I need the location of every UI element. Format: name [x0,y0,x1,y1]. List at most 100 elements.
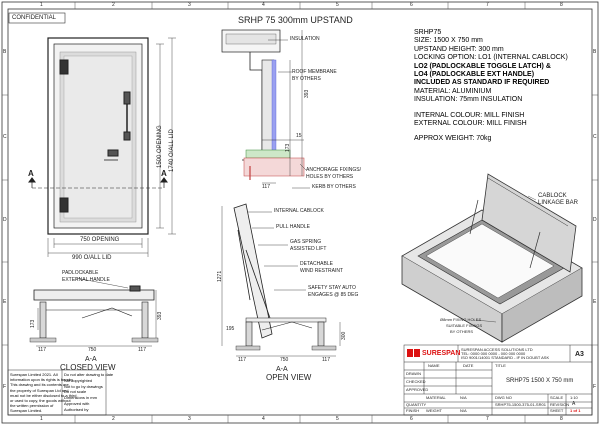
label-suitable-fixings: SUITABLE FIXINGS [446,323,483,328]
hdr-title: TITLE [495,363,506,368]
note-right-1: Do not alter drawing to date [64,372,114,377]
open-dim-117-right: 117 [322,357,330,363]
label-roof-membrane: ROOF MEMBRANE [292,69,337,75]
row-drawn: DRAWN [406,371,421,376]
zone-col-5: 5 [336,2,339,8]
zone-col-3-bottom: 3 [188,416,191,422]
zone-col-4-bottom: 4 [262,416,265,422]
section-mark-left: A [28,169,34,178]
zone-col-2-bottom: 2 [112,416,115,422]
confidential-label: CONFIDENTIAL [12,15,57,21]
closed-dim-117-right: 117 [138,347,146,353]
zone-col-7-bottom: 7 [486,416,489,422]
note-line-5: must not be either disclosed to a third [10,392,77,398]
zone-col-7: 7 [486,2,489,8]
label-safety-stay: SAFETY STAY AUTO [308,285,356,291]
closed-section-label: A-A [85,356,97,363]
dim-1740-lid: 1740 O/ALL LID [169,129,175,172]
zone-col-1: 1 [40,2,43,8]
label-insulation: INSULATION [290,36,320,42]
zone-col-6-bottom: 6 [410,416,413,422]
zone-row-b-right: B [593,49,597,55]
label-holes-by-others: HOLES BY OTHERS [306,174,354,180]
drawing-notes: Do not alter drawing to date Not copyrig… [64,372,113,413]
row-checked: CHECKED [406,379,426,384]
label-kerb: KERB BY OTHERS [312,184,356,190]
zone-col-5-bottom: 5 [336,416,339,422]
note-line-7: the written permission of [10,403,54,409]
spec-weight: APPROX WEIGHT: 70kg [414,135,492,143]
row-quantity: QUANTITY [406,402,427,407]
zone-col-2: 2 [112,2,115,8]
sheet-label: SHEET [550,408,564,413]
zone-row-e-right: E [593,299,597,305]
spec-bold-line-3: INCLUDED AS STANDARD IF REQUIRED [414,79,550,87]
zone-row-f-right: F [593,384,597,390]
hdr-name: NAME [428,363,440,368]
dim-393: 393 [304,89,310,98]
spec-external-colour: EXTERNAL COLOUR: MILL FINISH [414,120,527,128]
label-cablock: CABLOCK [538,193,567,199]
zone-row-f: F [3,384,7,390]
zone-col-1-bottom: 1 [40,416,43,422]
title-block-lines [7,344,593,416]
note-right-5: Dimensions in mm [64,395,97,401]
closed-dim-393: 393 [157,311,163,320]
company-line-1: SURESPAN ACCESS SOLUTIONS LTD [461,347,533,352]
zone-row-b: B [3,49,7,55]
note-right-4: Do not scale [64,389,87,395]
label-external-handle: EXTERNAL HANDLE [62,277,110,283]
zone-row-d-right: D [593,217,597,223]
zone-col-6: 6 [410,2,413,8]
zone-row-c-right: C [593,134,597,140]
copyright-notes: Surespan Limited 2021. All information u… [10,372,76,414]
dim-990-lid: 990 O/ALL LID [72,255,112,261]
note-right-7: Authorised by [64,406,89,412]
revision-label: REVISION [550,402,570,407]
scale-label: SCALE [550,395,564,400]
note-right-3: Not to go by drawings [64,383,103,389]
dim-117: 117 [262,184,270,190]
open-dim-750: 750 [280,357,289,363]
note-line-3: This drawing and its contents are [10,382,69,388]
open-dim-117-left: 117 [238,357,246,363]
zone-row-e: E [3,299,7,305]
open-dim-1271: 1271 [217,270,223,282]
dim-1500-opening: 1500 OPENING [157,125,163,168]
spec-line-model: SRHP75 [414,29,442,36]
weight-value: N/A [460,408,467,413]
drawing-title: SRHP 75 300mm UPSTAND [238,15,353,25]
scale-value: 1:10 [570,395,578,400]
weight-label: WEIGHT [426,408,442,413]
closed-dim-750: 750 [88,347,97,353]
label-gas-spring: GAS SPRING [290,239,322,245]
label-fixings-by-others: BY OTHERS [450,329,474,334]
material-label: MATERIAL [426,395,446,400]
zone-row-d: D [3,217,7,223]
spec-bold-line-1: LO2 (PADLOCKABLE TOGGLE LATCH) & [414,62,551,70]
zone-col-3: 3 [188,2,191,8]
company-line-3: ISO 9001/14001 STANDARD - IF IN DOUBT AS… [461,355,550,360]
zone-col-8-bottom: 8 [560,416,563,422]
spec-bold-line-2: LO4 (PADLOCKABLE EXT HANDLE) [414,71,535,79]
spec-line-locking: LOCKING OPTION: LO1 (INTERNAL CABLOCK) [414,54,568,62]
spec-material: MATERIAL: ALUMINIUM [414,87,492,95]
brand-logo [407,349,420,357]
open-dim-195: 195 [226,326,235,332]
spec-insulation: INSULATION: 75mm INSULATION [414,96,523,104]
hdr-date: DATE [463,363,474,368]
note-right-2: Not copyrighted [64,377,93,383]
plan-view [28,37,176,257]
label-engages-85: ENGAGES @ 85 DEG [308,292,359,298]
isometric-view [401,173,583,343]
label-internal-cablock: INTERNAL CABLOCK [274,208,324,214]
row-finish: FINISH [406,408,420,413]
spec-line-size: SIZE: 1500 X 750 mm [414,37,483,45]
sheet-value: 1 of 1 [570,408,581,413]
label-pull-handle: PULL HANDLE [276,224,310,230]
dim-15: 15 [296,133,302,139]
spec-line-upstand: UPSTAND HEIGHT: 300 mm [414,45,504,53]
closed-dim-173: 173 [30,319,36,328]
brand-name: SURESPAN [422,350,461,357]
